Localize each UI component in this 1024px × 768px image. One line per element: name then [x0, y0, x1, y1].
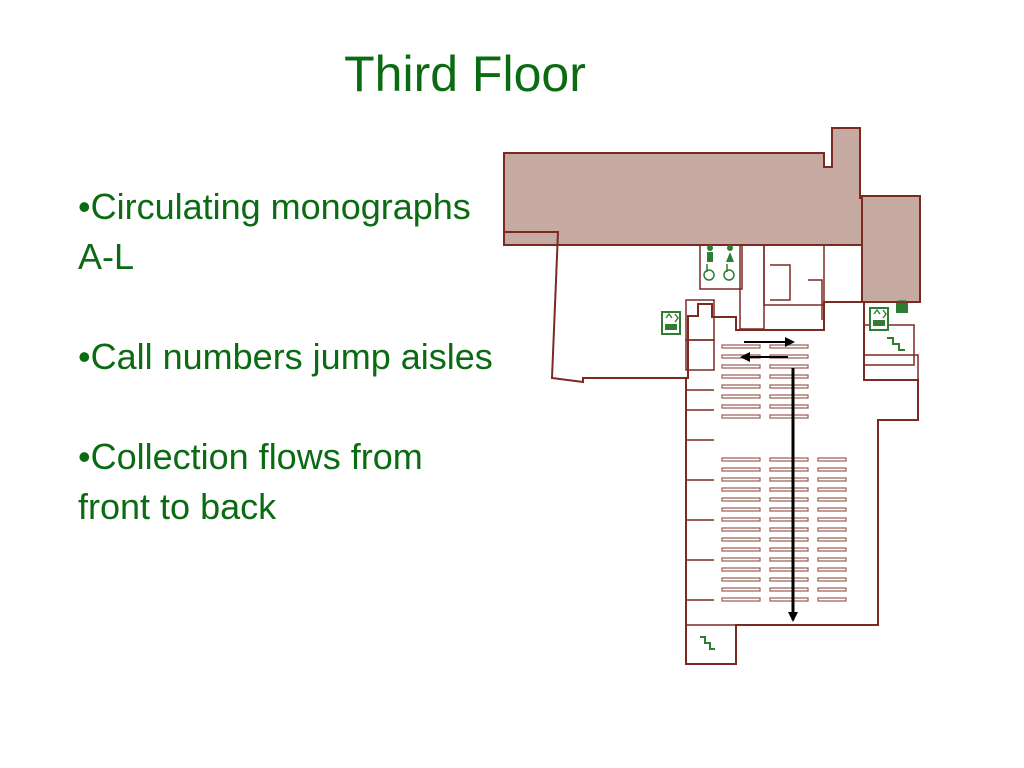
lower-stacks — [721, 457, 847, 602]
floor-outline — [503, 153, 919, 665]
restroom-women-icon — [726, 245, 734, 262]
floor-plan — [503, 127, 921, 665]
accessible-restroom-icon — [703, 264, 735, 281]
elevator-icon — [661, 311, 681, 335]
restroom-block — [699, 244, 825, 330]
bullet-collection-flow: •Collection flows from front to back — [78, 436, 423, 527]
bullet-call-numbers: •Call numbers jump aisles — [78, 336, 493, 377]
stairs-icon — [887, 337, 905, 351]
slide-title: Third Floor — [344, 46, 586, 102]
right-annex — [861, 195, 921, 303]
bullet-list: •Circulating monographs A-L •Call number… — [78, 182, 498, 532]
copier-icon — [896, 300, 908, 313]
bullet-circulating: •Circulating monographs A-L — [78, 186, 471, 277]
upper-stacks — [721, 344, 809, 419]
stairs-icon — [700, 636, 715, 650]
elevator-icon — [869, 307, 889, 331]
restroom-men-icon — [707, 245, 713, 262]
restricted-area — [503, 127, 919, 301]
right-offices — [863, 324, 919, 381]
left-offices — [685, 299, 736, 626]
